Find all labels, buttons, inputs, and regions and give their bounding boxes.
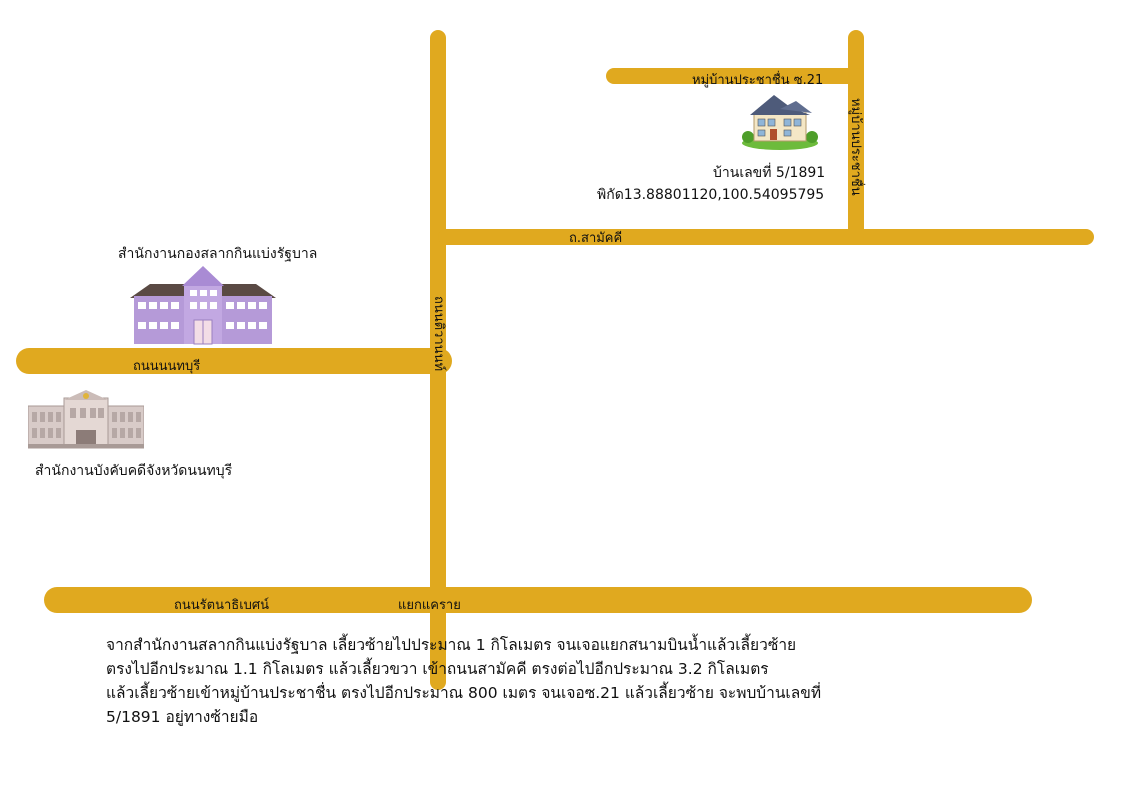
directions-line: 5/1891 อยู่ทางซ้ายมือ — [106, 708, 259, 726]
village-road-side-label: หมู่บ้านประชาชื่น — [848, 98, 863, 196]
house-number-label: บ้านเลขที่ 5/1891 — [713, 165, 826, 181]
lottery-office-building-icon — [130, 266, 276, 345]
village-road-top-label: หมู่บ้านประชาชื่น ซ.21 — [692, 73, 824, 88]
enforcement-office-label: สำนักงานบังคับคดีจังหวัดนนทบุรี — [35, 463, 233, 479]
directions-line: จากสำนักงานสลากกินแบ่งรัฐบาล เลี้ยวซ้ายไ… — [106, 636, 797, 654]
house-icon — [742, 95, 818, 150]
samakkhi-road-label: ถ.สามัคคี — [569, 231, 623, 246]
directions-text: จากสำนักงานสลากกินแบ่งรัฐบาล เลี้ยวซ้ายไ… — [106, 633, 946, 729]
nonthaburi-road — [16, 348, 452, 374]
village-top-road — [606, 68, 864, 84]
intersection-label: แยกแคราย — [398, 598, 461, 613]
samakkhi-road — [438, 229, 1094, 245]
main-vertical-road-label: ถนนติวานนท์ — [431, 296, 446, 372]
nonthaburi-road-label: ถนนนนทบุรี — [133, 359, 201, 374]
rattanathibet-road-label: ถนนรัตนาธิเบศน์ — [174, 598, 270, 613]
enforcement-office-building-icon — [28, 390, 144, 449]
lottery-office-label: สำนักงานกองสลากกินแบ่งรัฐบาล — [118, 246, 318, 262]
rattanathibet-road — [44, 587, 1032, 613]
directions-line: แล้วเลี้ยวซ้ายเข้าหมู่บ้านประชาชื่น ตรงไ… — [106, 684, 822, 702]
house-coordinates-label: พิกัด13.88801120,100.54095795 — [597, 187, 825, 203]
directions-line: ตรงไปอีกประมาณ 1.1 กิโลเมตร แล้วเลี้ยวขว… — [106, 660, 769, 678]
